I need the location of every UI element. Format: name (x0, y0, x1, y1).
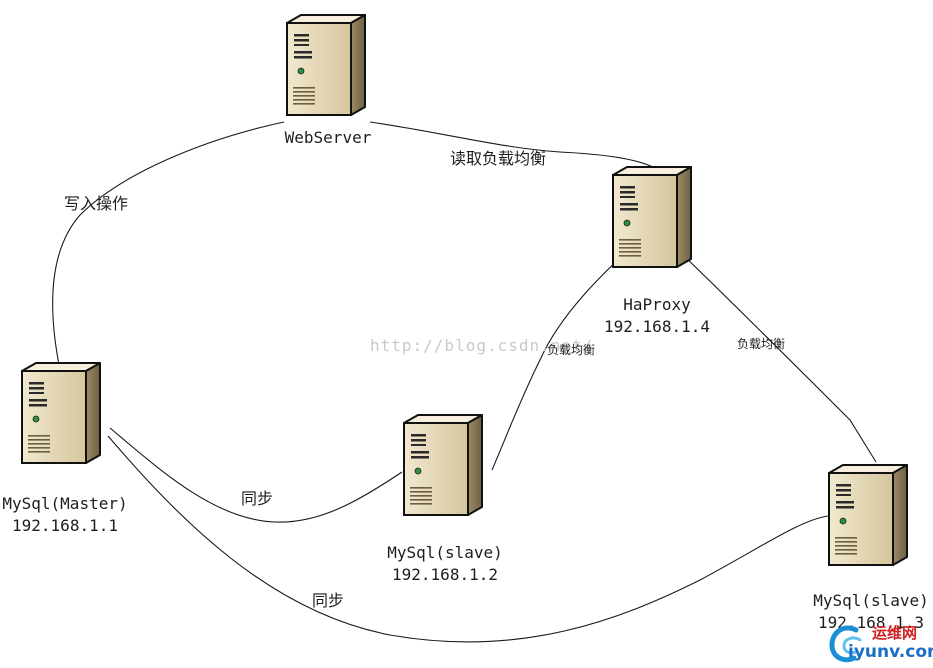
logo-swirl-icon (829, 625, 862, 663)
edge-label-write: 写入操作 (64, 194, 129, 213)
node-name: HaProxy (623, 295, 691, 314)
node-label-master: MySql(Master) 192.168.1.1 (0, 493, 130, 537)
node-ip: 192.168.1.1 (12, 516, 118, 535)
edge-label-sync-1: 同步 (241, 489, 274, 508)
edge-label-read: 读取负载均衡 (450, 149, 547, 168)
server-mysql-slave-1 (403, 414, 483, 516)
server-haproxy (612, 166, 692, 268)
edge-label-lb-2: 负载均衡 (737, 337, 786, 351)
watermark-text: http://blog.csdn.net/ (370, 336, 594, 355)
node-label-haproxy: HaProxy 192.168.1.4 (592, 294, 722, 338)
server-mysql-master (21, 362, 101, 464)
node-name: MySql(Master) (2, 494, 128, 513)
edge-write (52, 121, 285, 431)
edge-label-lb-1: 负载均衡 (547, 343, 596, 357)
edge-sync-slave2 (107, 435, 829, 643)
edge-label-sync-2: 同步 (312, 591, 345, 610)
node-label-webserver: WebServer (273, 127, 383, 149)
logo-text-cn: 运维网 (872, 624, 918, 642)
server-webserver (286, 14, 366, 116)
node-name: WebServer (284, 128, 372, 147)
node-ip: 192.168.1.4 (604, 317, 710, 336)
node-label-slave-1: MySql(slave) 192.168.1.2 (380, 542, 510, 586)
site-logo: 运维网 iyunv.com (826, 618, 933, 668)
edge-read-load-balance (369, 121, 656, 169)
logo-text-en: iyunv.com (848, 642, 933, 662)
server-mysql-slave-2 (828, 464, 908, 566)
edge-sync-slave1 (109, 427, 403, 523)
node-name: MySql(slave) (813, 591, 929, 610)
node-name: MySql(slave) (387, 543, 503, 562)
node-ip: 192.168.1.2 (392, 565, 498, 584)
